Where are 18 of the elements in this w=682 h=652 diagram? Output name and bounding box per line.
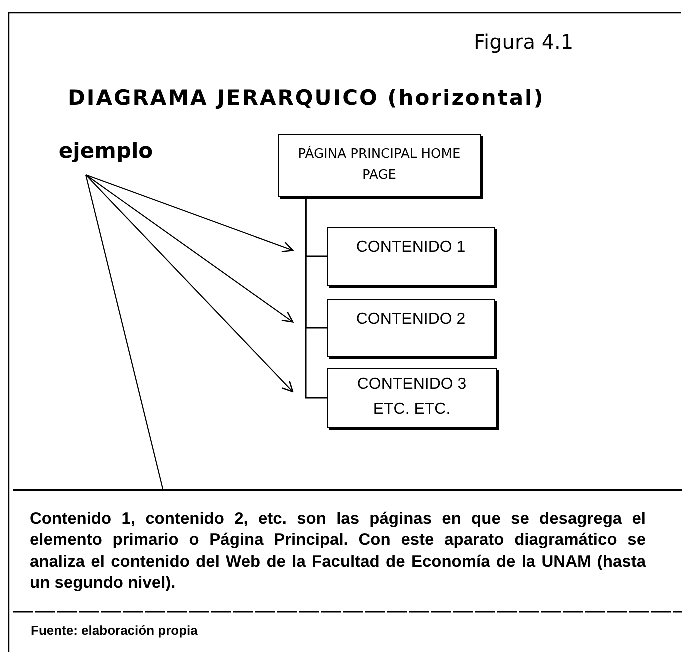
content-box <box>327 299 495 357</box>
source-note: Fuente: elaboración propia <box>31 623 198 638</box>
content-box <box>327 227 495 286</box>
home-page-box <box>278 134 481 197</box>
diagram-title: DIAGRAMA JERARQUICO (horizontal) <box>68 86 545 110</box>
arrow <box>86 174 294 253</box>
label-text: ejemplo <box>58 138 154 165</box>
leader-line <box>85 174 164 490</box>
box-text: CONTENIDO 1 <box>356 238 466 258</box>
box-text: CONTENIDO 2 <box>356 310 466 330</box>
connector-line <box>305 197 327 399</box>
figure-number: Figura 4.1 <box>474 30 574 54</box>
arrow <box>86 174 294 323</box>
description-text: Contenido 1, contenido 2, etc. son las páginas en que se desagrega el elemento primario o Página Principal. Con este aparato diagramático se analiza el contenido del Web de la Facultad de Economía de la UNAM (hasta un segundo nivel). <box>30 508 646 594</box>
box-text: PÁGINA PRINCIPAL HOME PAGE <box>297 145 462 184</box>
content-box <box>327 368 497 428</box>
arrow <box>86 174 294 393</box>
box-text: CONTENIDO 3 ETC. ETC. <box>356 375 468 420</box>
